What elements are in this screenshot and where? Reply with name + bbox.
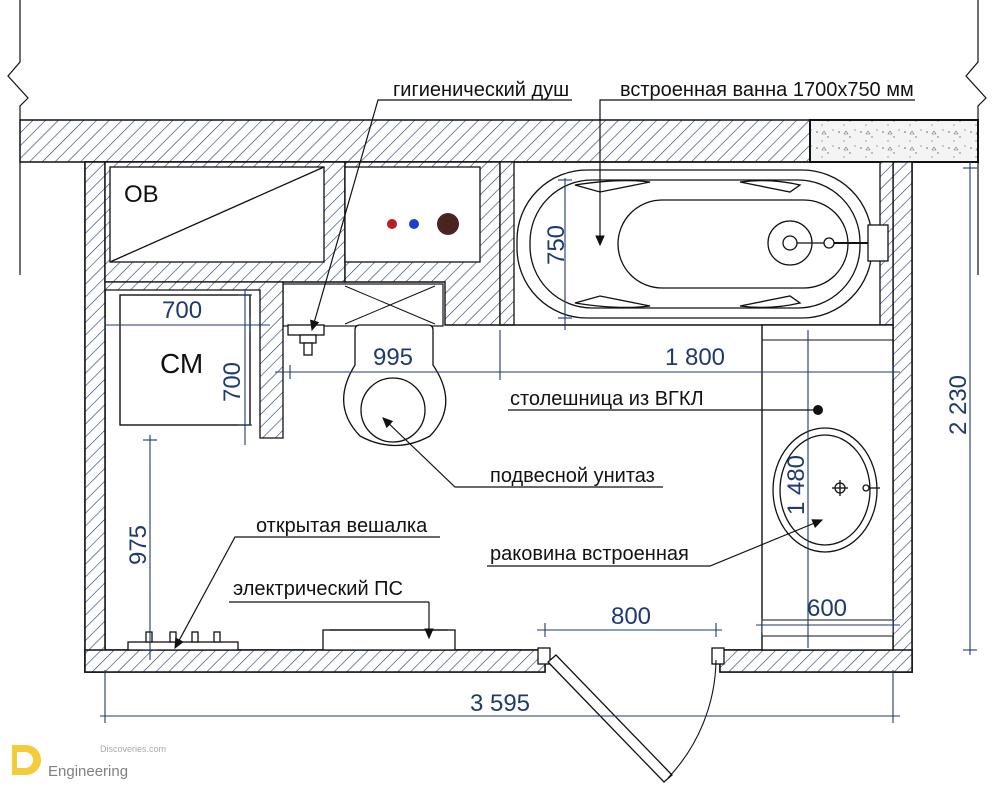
washing-machine xyxy=(119,294,251,426)
label-bathtub: встроенная ванна 1700х750 мм xyxy=(620,79,914,101)
cold-water-pipe-icon xyxy=(409,219,419,229)
room-label-cm: СМ xyxy=(160,348,203,379)
dim-room-width: 2 230 xyxy=(945,375,972,435)
label-towel-rail: электрический ПС xyxy=(233,578,403,600)
door xyxy=(537,647,725,783)
sewer-pipe-icon xyxy=(437,213,459,235)
label-hanger: открытая вешалка xyxy=(256,515,428,537)
hot-water-pipe-icon xyxy=(387,219,397,229)
dim-bathtub-length: 1 800 xyxy=(665,344,725,371)
open-hanger xyxy=(127,631,239,651)
dim-hanger-distance: 975 xyxy=(125,525,152,565)
dim-countertop-depth: 600 xyxy=(807,595,847,622)
countertop-marker-dot xyxy=(813,405,823,415)
exterior-wall-top xyxy=(19,119,811,163)
leader-lines xyxy=(174,99,915,650)
ventilation-shaft xyxy=(104,161,346,283)
concrete-wall-segment xyxy=(809,119,979,163)
washer-alcove-wall xyxy=(104,281,284,439)
dim-washer-width: 700 xyxy=(162,297,202,324)
dim-bathtub-width: 750 xyxy=(543,225,570,265)
watermark-top: Discoveries.com xyxy=(100,744,166,754)
watermark-bottom: Engineering xyxy=(48,763,128,780)
built-in-sink xyxy=(772,427,880,553)
dim-countertop-length: 1 480 xyxy=(783,455,810,515)
dim-door-width: 800 xyxy=(611,603,651,630)
label-hygienic-shower: гигиенический душ xyxy=(393,79,569,101)
watermark-logo: Discoveries.com Engineering xyxy=(12,744,166,780)
label-countertop: столешница из ВГКЛ xyxy=(510,388,704,410)
room-label-ov: ОВ xyxy=(124,181,159,208)
dim-washer-depth: 700 xyxy=(219,362,246,402)
electric-towel-rail xyxy=(322,629,456,651)
label-sink: раковина встроенная xyxy=(490,543,689,565)
wall-hung-toilet xyxy=(343,324,447,447)
dim-toilet-zone: 995 xyxy=(373,344,413,371)
break-lines xyxy=(7,0,987,275)
dim-room-length: 3 595 xyxy=(470,690,530,717)
toilet-install-frame xyxy=(282,283,444,327)
boiler-niche xyxy=(344,161,501,326)
label-toilet: подвесной унитаз xyxy=(490,465,655,487)
hygienic-shower xyxy=(287,324,325,356)
dimension-lines xyxy=(100,162,977,723)
room-walls xyxy=(84,161,913,673)
bathtub xyxy=(516,169,889,319)
